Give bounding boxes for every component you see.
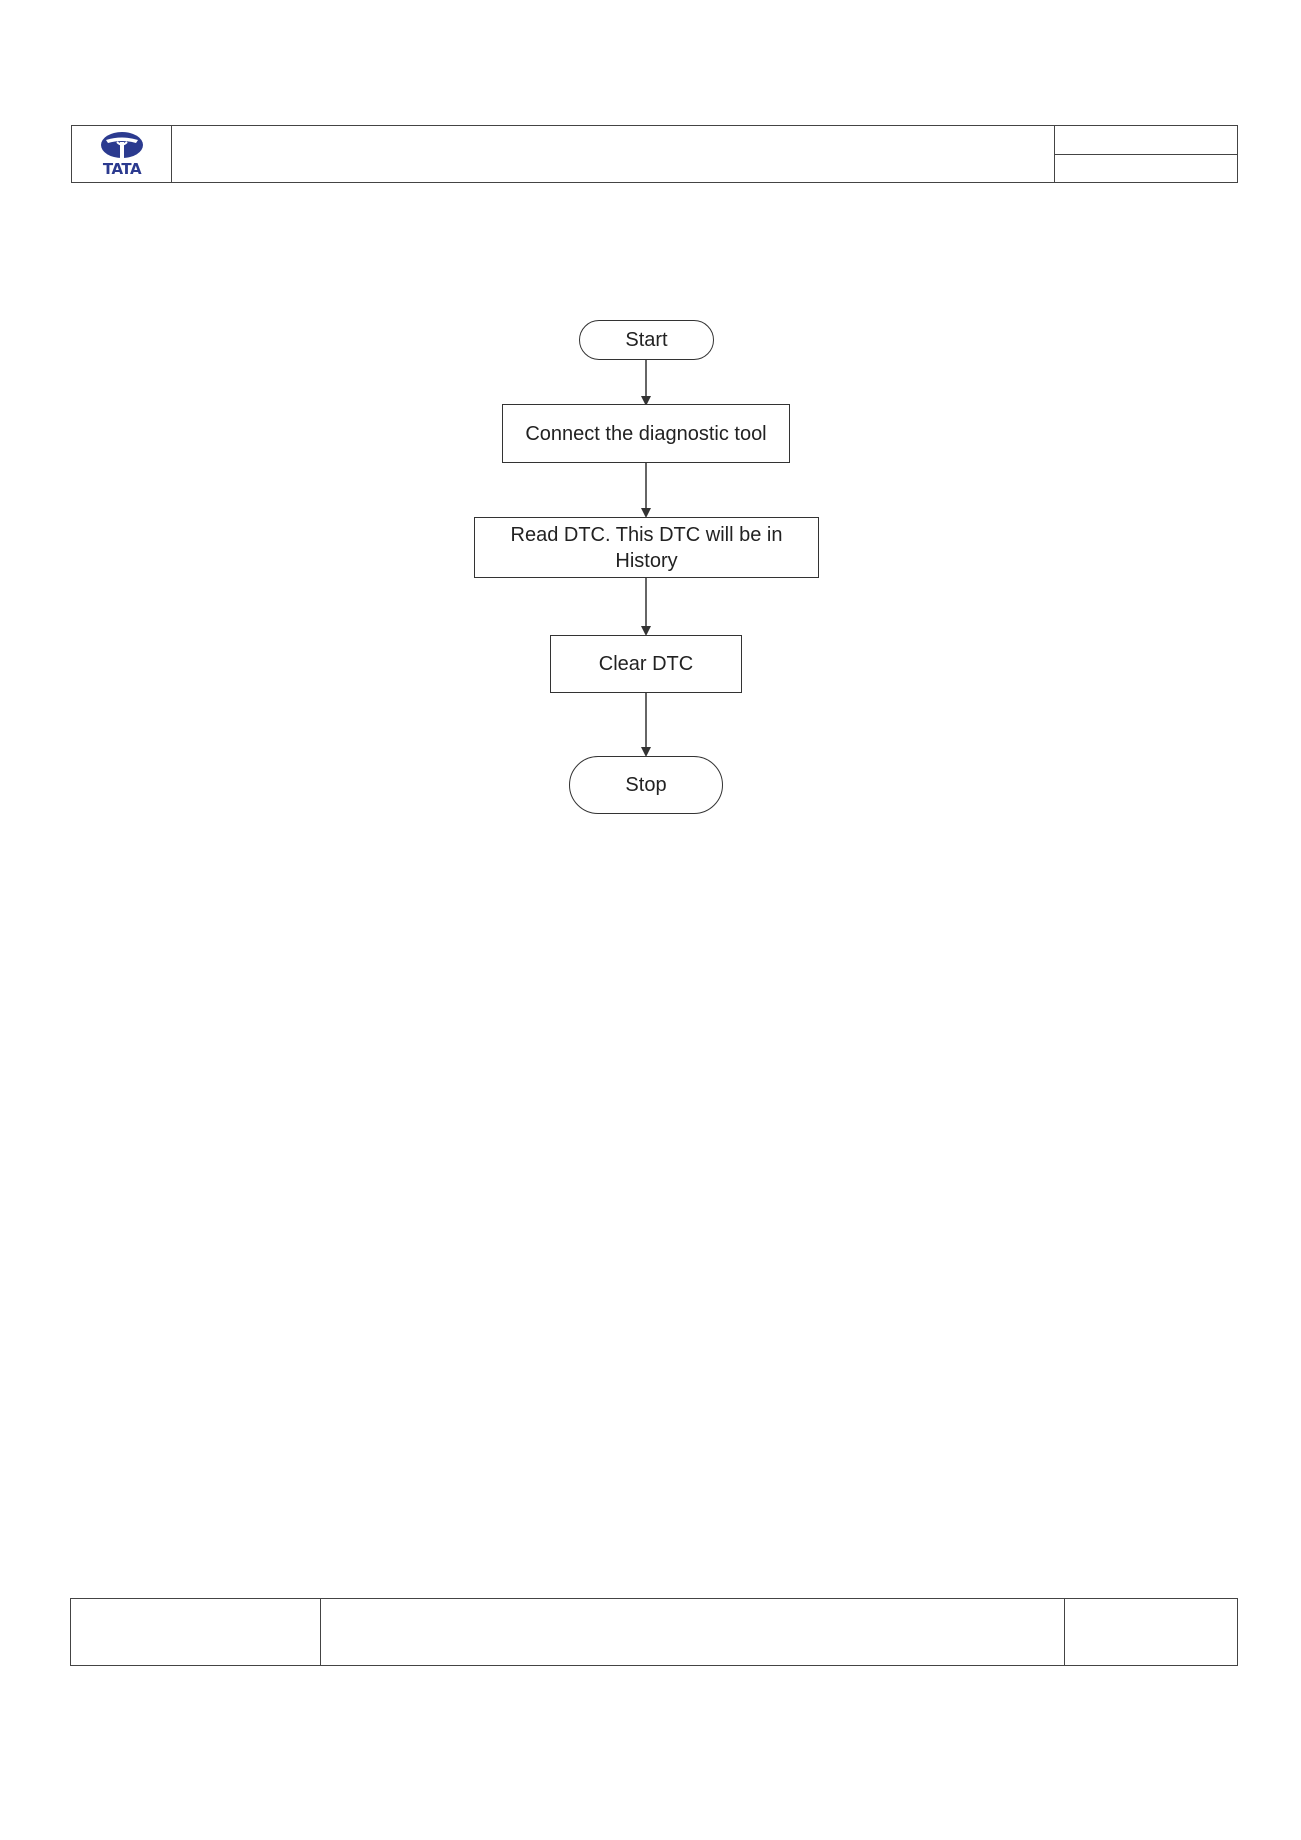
flow-node-read: Read DTC. This DTC will be in History [474, 517, 819, 578]
header-right-divider [1055, 154, 1237, 155]
flow-node-stop: Stop [569, 756, 723, 814]
flow-node-clear: Clear DTC [550, 635, 742, 693]
page-header: TATA [71, 125, 1238, 183]
flow-node-label: Read DTC. This DTC will be in History [510, 523, 783, 572]
flow-node-label: Start [625, 329, 668, 351]
flow-node-label: Connect the diagnostic tool [525, 422, 767, 445]
header-right-cell [1054, 126, 1237, 182]
flow-node-label: Clear DTC [598, 653, 694, 675]
flow-node-connect: Connect the diagnostic tool [502, 404, 790, 463]
flow-node-start: Start [579, 320, 714, 360]
logo-text: TATA [102, 160, 142, 178]
footer-right-cell [1064, 1599, 1237, 1665]
flow-node-label: Stop [625, 774, 667, 796]
tata-logo: TATA [96, 131, 148, 178]
page-footer [70, 1598, 1238, 1666]
tata-emblem-icon [101, 132, 143, 158]
logo-cell: TATA [72, 126, 172, 182]
footer-left-cell [71, 1599, 321, 1665]
